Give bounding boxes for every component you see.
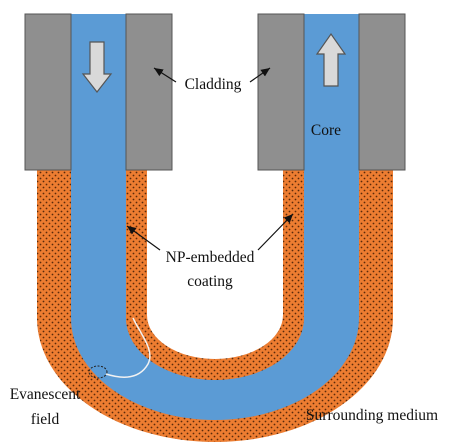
coating-arrow-right xyxy=(257,213,294,251)
cladding-left-outer xyxy=(24,13,72,171)
core-label: Core xyxy=(311,122,341,139)
evanescent-label-line2: field xyxy=(31,411,60,428)
flow-down-arrow-icon xyxy=(81,41,113,93)
coating-arrow-left xyxy=(126,225,161,251)
cladding-label: Cladding xyxy=(185,76,242,93)
np-coating-inner xyxy=(126,170,304,380)
surrounding-medium-label: Surrounding medium xyxy=(306,407,438,424)
np-coating-label-line2: coating xyxy=(187,273,233,290)
cladding-right-outer xyxy=(358,13,406,171)
flow-up-arrow-icon xyxy=(315,32,347,87)
evanescent-leader-line xyxy=(105,317,151,378)
evanescent-field-marker xyxy=(88,365,108,379)
cladding-arrow-left xyxy=(153,67,177,83)
cladding-left-inner xyxy=(125,13,173,171)
evanescent-label-line1: Evanescent xyxy=(10,386,81,403)
cladding-arrow-right xyxy=(249,67,271,83)
cladding-right-inner xyxy=(257,13,305,171)
u-interior xyxy=(147,170,283,359)
np-coating-label-line1: NP-embedded xyxy=(166,249,255,266)
